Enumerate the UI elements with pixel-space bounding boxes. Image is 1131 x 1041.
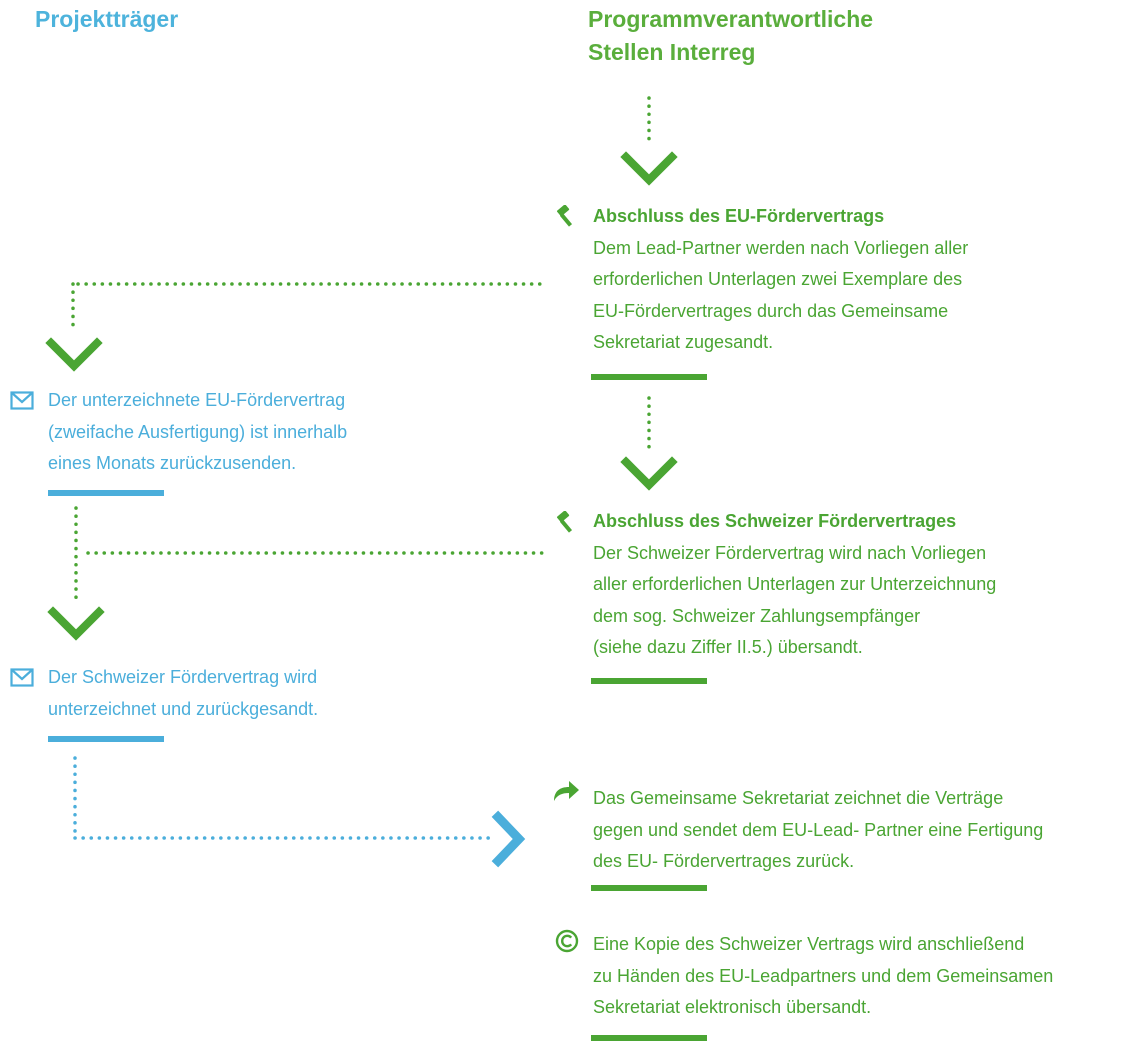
chevron-down-icon [620, 456, 678, 491]
copyright-icon [555, 929, 579, 953]
step-text-line: gegen und sendet dem EU-Lead- Partner ei… [593, 819, 1044, 840]
step-text-line: Sekretariat zugesandt. [593, 332, 774, 352]
step-eu-return: Der unterzeichnete EU-Fördervertrag (zwe… [48, 385, 347, 480]
share-arrow-icon [554, 781, 579, 801]
step-ch-return: Der Schweizer Fördervertrag wird unterze… [48, 662, 318, 725]
step-divider [591, 885, 707, 891]
step-text-line: EU-Fördervertrages durch das Gemeinsame [593, 300, 949, 321]
step-divider [591, 678, 707, 684]
step-text-line: Eine Kopie des Schweizer Vertrags wird a… [593, 934, 1025, 954]
mail-icon [10, 668, 34, 687]
step-text-line: Sekretariat elektronisch übersandt. [593, 997, 872, 1017]
step-copy: Eine Kopie des Schweizer Vertrags wird a… [593, 929, 1053, 1024]
column-header-project-holder: Projektträger [35, 6, 179, 32]
step-eu-contract: Abschluss des EU-Fördervertrags Dem Lead… [593, 201, 968, 359]
step-text-line: aller erforderlichen Unterlagen zur Unte… [593, 574, 997, 594]
step-divider [48, 490, 164, 496]
gavel-icon [557, 205, 573, 227]
step-text-line: Der Schweizer Fördervertrag wird nach Vo… [593, 542, 987, 563]
step-text-line: erforderlichen Unterlagen zwei Exemplare… [593, 269, 963, 289]
chevron-down-icon [45, 337, 103, 372]
step-text-line: Das Gemeinsame Sekretariat zeichnet die … [593, 788, 1004, 808]
column-header-line-1: Programmverantwortliche [588, 6, 874, 32]
step-text-line: Der unterzeichnete EU-Fördervertrag [48, 390, 346, 410]
step-title: Abschluss des Schweizer Fördervertrages [593, 511, 957, 531]
chevron-right-icon [491, 810, 526, 868]
step-divider [591, 374, 707, 380]
chevron-down-icon [620, 151, 678, 186]
step-text-line: zu Händen des EU-Leadpartners und dem Ge… [593, 965, 1054, 986]
column-header-line-2: Stellen Interreg [588, 39, 756, 65]
column-header-programme-bodies: Programmverantwortliche Stellen Interreg [588, 3, 988, 69]
step-text-line: (siehe dazu Ziffer II.5.) übersandt. [593, 637, 863, 657]
step-text-line: Dem Lead-Partner werden nach Vorliegen a… [593, 237, 969, 258]
gavel-icon [557, 511, 573, 533]
step-text-line: des EU- Fördervertrages zurück. [593, 851, 855, 871]
step-ch-contract: Abschluss des Schweizer Fördervertrages … [593, 506, 996, 664]
step-text-line: unterzeichnet und zurückgesandt. [48, 698, 319, 719]
step-text-line: (zweifache Ausfertigung) ist innerhalb [48, 421, 348, 442]
step-title: Abschluss des EU-Fördervertrags [593, 206, 885, 226]
mail-icon [10, 391, 34, 410]
step-divider [591, 1035, 707, 1041]
step-text-line: dem sog. Schweizer Zahlungsempfänger [593, 605, 921, 626]
step-text-line: eines Monats zurückzusenden. [48, 453, 297, 473]
step-divider [48, 736, 164, 742]
chevron-down-icon [47, 606, 105, 641]
step-countersign: Das Gemeinsame Sekretariat zeichnet die … [593, 783, 1043, 878]
step-text-line: Der Schweizer Fördervertrag wird [48, 667, 318, 687]
